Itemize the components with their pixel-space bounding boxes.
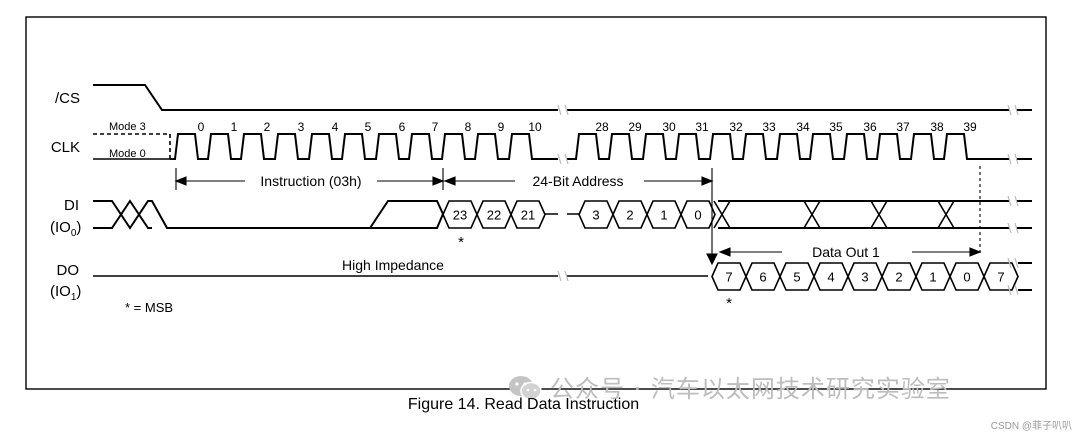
- mode0-label: Mode 0: [109, 148, 146, 160]
- di-waveform: [93, 199, 1032, 230]
- clock-number: 28: [595, 120, 609, 134]
- bit-label: 5: [793, 270, 800, 285]
- data-out-span: [706, 166, 982, 266]
- credit-text: CSDN @菲子叭叭: [990, 421, 1072, 432]
- bit-label: 0: [963, 270, 970, 285]
- bit-cell: [680, 200, 716, 229]
- cs-label: /CS: [55, 90, 80, 107]
- di-label: DI: [64, 197, 79, 214]
- clock-number: 4: [332, 120, 339, 134]
- di-msb-marker: *: [458, 234, 464, 251]
- clock-number: 36: [863, 120, 877, 134]
- bit-label: 21: [521, 208, 535, 223]
- clock-number: 39: [963, 120, 977, 134]
- clk-waveform: [170, 133, 1032, 160]
- clock-number: 6: [399, 120, 406, 134]
- wechat-icon: [509, 376, 542, 401]
- mode3-dashed-level: [93, 133, 171, 159]
- bit-label: 6: [759, 270, 766, 285]
- mode3-label: Mode 3: [109, 121, 146, 133]
- do-msb-marker: *: [726, 295, 732, 312]
- clock-number: 0: [198, 120, 205, 134]
- bit-label: 3: [861, 270, 868, 285]
- figure-caption: Figure 14. Read Data Instruction: [407, 396, 640, 413]
- do-break-mark: [557, 270, 569, 282]
- bit-label: 4: [827, 270, 834, 285]
- do-label: DO: [57, 262, 80, 279]
- clock-number: 7: [432, 120, 439, 134]
- clock-number: 38: [930, 120, 944, 134]
- do-break-mark: [1007, 257, 1019, 296]
- bit-label: 7: [997, 270, 1004, 285]
- clock-number: 9: [498, 120, 505, 134]
- clock-number: 29: [628, 120, 642, 134]
- di-break-mark: [1007, 195, 1019, 234]
- clk-break-mark: [557, 153, 1019, 165]
- bit-label: 2: [626, 208, 633, 223]
- clock-number: 35: [829, 120, 843, 134]
- bit-label: 23: [453, 208, 467, 223]
- clock-number: 33: [762, 120, 776, 134]
- bit-cell: [983, 262, 1019, 291]
- clock-number: 10: [528, 120, 542, 134]
- di-dont-care-cross: [713, 200, 955, 229]
- cs-waveform: [93, 84, 1032, 111]
- msb-legend: * = MSB: [125, 300, 173, 315]
- bit-label: 2: [895, 270, 902, 285]
- clock-number: 8: [465, 120, 472, 134]
- address-span: [443, 168, 714, 196]
- do-pin-label: (IO1): [50, 283, 81, 303]
- di-pin-label: (IO0): [50, 219, 81, 239]
- bit-label: 22: [487, 208, 501, 223]
- bit-label: 1: [660, 208, 667, 223]
- instruction-span: [174, 168, 445, 190]
- clock-number: 1: [231, 120, 238, 134]
- do-data-bits: 7 6 5 4 3 2 1 0 7: [711, 257, 1032, 296]
- clock-number: 30: [662, 120, 676, 134]
- bit-label: 3: [592, 208, 599, 223]
- clock-number: 37: [896, 120, 910, 134]
- bit-label: 7: [725, 270, 732, 285]
- clock-number: 2: [264, 120, 271, 134]
- clock-number: 32: [729, 120, 743, 134]
- data-out-span-label: Data Out 1: [812, 244, 880, 260]
- watermark: 公众号 · 汽车以太网技术研究实验室: [508, 369, 951, 404]
- bit-label: 1: [929, 270, 936, 285]
- clk-label: CLK: [51, 139, 80, 156]
- address-span-label: 24-Bit Address: [532, 173, 623, 189]
- watermark-text: 公众号 · 汽车以太网技术研究实验室: [550, 375, 951, 403]
- do-continuation: [1018, 262, 1032, 291]
- clock-number: 31: [695, 120, 709, 134]
- clock-number: 3: [298, 120, 305, 134]
- clock-number: 34: [796, 120, 810, 134]
- instruction-span-label: Instruction (03h): [260, 173, 361, 189]
- high-impedance-label: High Impedance: [342, 257, 444, 273]
- cs-break-mark: [557, 104, 1019, 116]
- bit-label: 0: [694, 208, 701, 223]
- clock-number: 5: [365, 120, 372, 134]
